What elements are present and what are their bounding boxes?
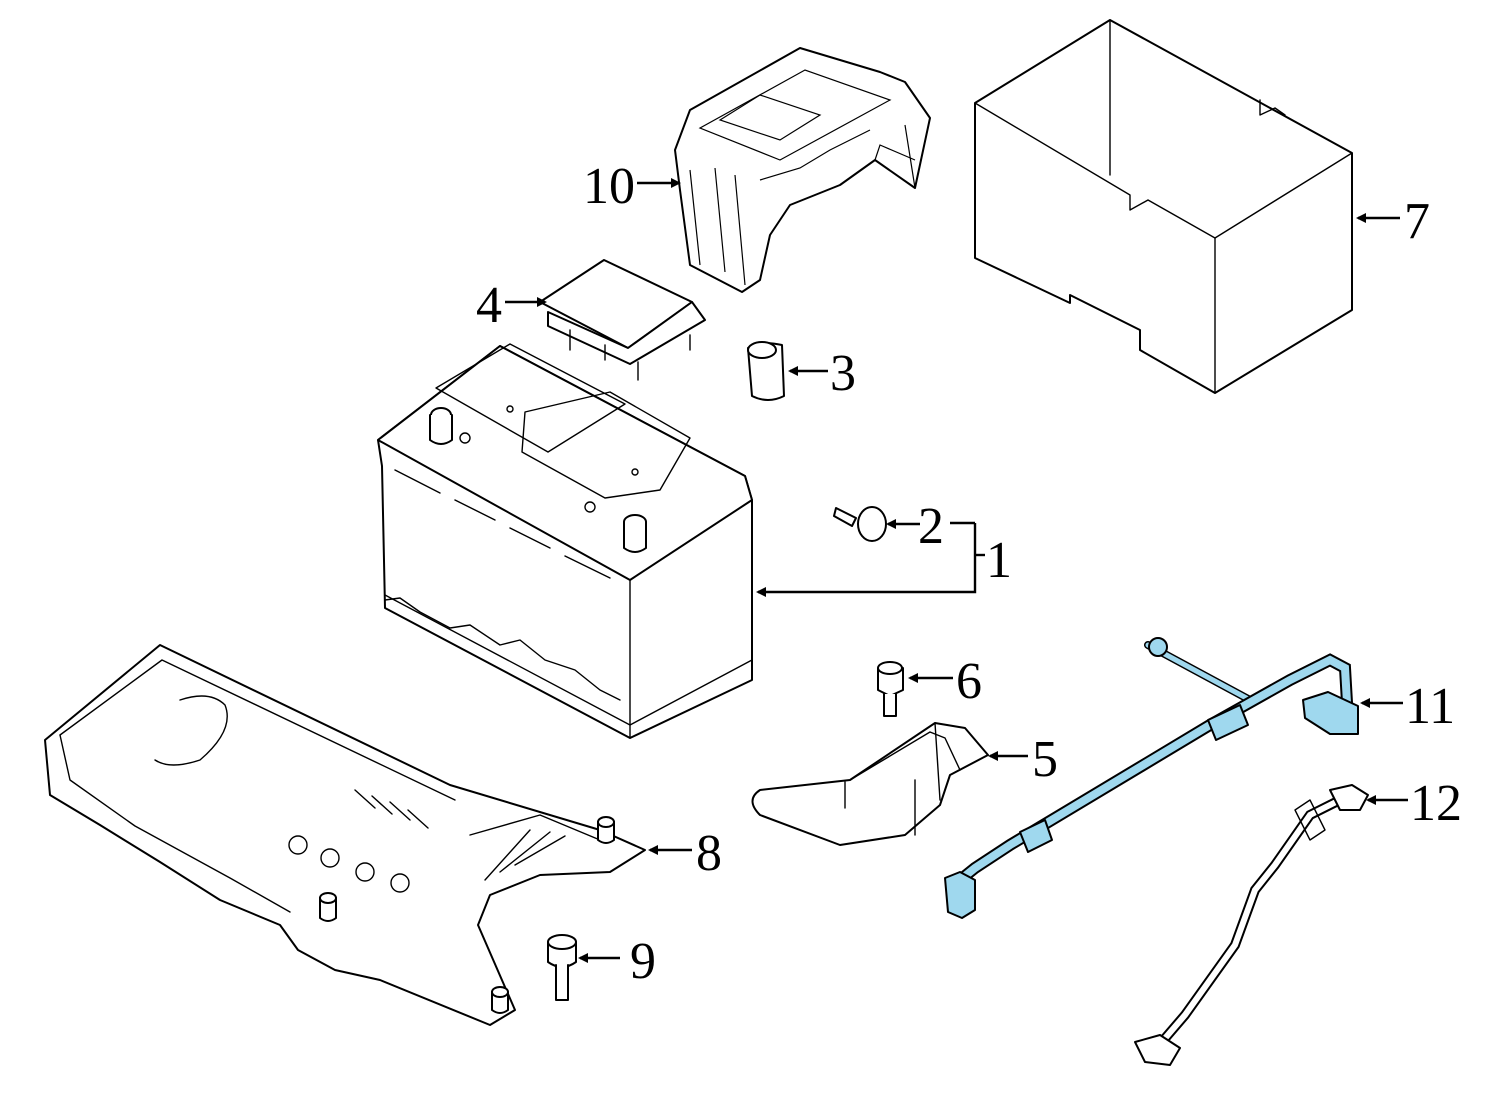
callout-8: 8	[696, 825, 722, 882]
screw-part[interactable]	[833, 506, 887, 542]
battery-tray-part[interactable]	[44, 644, 646, 1026]
ground-cable-part[interactable]	[1134, 784, 1369, 1066]
callout-1: 1	[986, 532, 1012, 589]
callout-5: 5	[1032, 731, 1058, 788]
callout-6: 6	[956, 653, 982, 710]
positive-cable-part[interactable]	[944, 637, 1359, 919]
bolt-part[interactable]	[877, 661, 904, 717]
callout-3: 3	[830, 345, 856, 402]
leader-lines	[505, 178, 1408, 963]
callout-9: 9	[630, 933, 656, 990]
callout-4: 4	[476, 277, 502, 334]
callout-10: 10	[583, 158, 635, 215]
callouts: 1 2 3 4 5 6 7 8 9 10 11 12	[476, 158, 1462, 990]
callout-12: 12	[1410, 775, 1462, 832]
insulation-box-part[interactable]	[974, 19, 1353, 394]
battery-part[interactable]	[377, 343, 753, 739]
callout-11: 11	[1405, 678, 1455, 735]
hold-down-clamp-part[interactable]	[751, 722, 989, 846]
callout-7: 7	[1404, 193, 1430, 250]
tray-bolt-part[interactable]	[547, 934, 577, 1001]
terminal-cap-part[interactable]	[747, 341, 785, 401]
battery-cover-part[interactable]	[674, 47, 931, 293]
callout-2: 2	[918, 498, 944, 555]
terminal-cover-part[interactable]	[539, 259, 706, 381]
